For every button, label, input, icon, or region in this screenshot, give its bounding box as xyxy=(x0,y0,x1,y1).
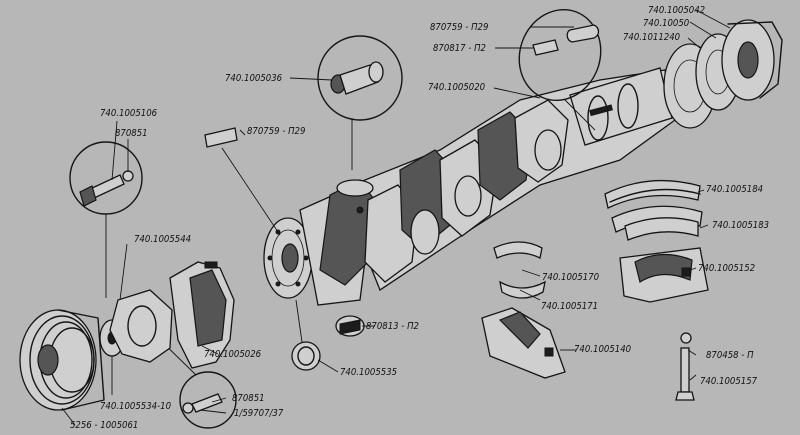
cap-bolt xyxy=(675,332,695,401)
label-870851-bottom: 870851 xyxy=(232,393,265,404)
label-740-1005183: 740.1005183 xyxy=(712,220,769,231)
label-740-1005020: 740.1005020 xyxy=(428,82,486,93)
label-870759-p29-mid: 870759 - П29 xyxy=(247,126,305,137)
crankshaft xyxy=(263,67,676,306)
front-key-callout xyxy=(335,315,365,337)
rear-key-callout xyxy=(518,8,602,131)
pin-middle xyxy=(204,127,281,236)
label-1-59707-37: 1/59707/37 xyxy=(234,408,284,419)
front-pulley xyxy=(19,309,105,411)
label-870817-p2: 870817 - П2 xyxy=(433,43,486,54)
label-740-1005036: 740.1005036 xyxy=(225,73,283,84)
part-labels: 870759 - П29 740.1005042 740.10050 740.1… xyxy=(70,5,769,431)
label-740-1005106: 740.1005106 xyxy=(100,108,158,119)
bearing-cap-main xyxy=(481,307,566,379)
label-740-1005042: 740.1005042 xyxy=(648,5,705,16)
label-740-1005140: 740.1005140 xyxy=(574,344,632,355)
bushing xyxy=(291,299,321,371)
leader-lines xyxy=(61,9,731,426)
plug-callout xyxy=(317,35,403,170)
label-740-1005026: 740.1005026 xyxy=(204,349,262,360)
label-740-1005170: 740.1005170 xyxy=(542,272,600,283)
bearing-cap-rear xyxy=(619,247,709,303)
thrust-washers xyxy=(604,179,703,241)
label-740-1005184: 740.1005184 xyxy=(706,184,763,195)
counterweight-plate xyxy=(169,261,235,369)
bearing-shells xyxy=(493,241,546,299)
label-870759-p29-top: 870759 - П29 xyxy=(430,22,488,33)
rear-gear-stack xyxy=(663,19,783,129)
label-870851-top: 870851 xyxy=(115,128,148,139)
hub-plate xyxy=(109,289,173,363)
label-740-1005544: 740.1005544 xyxy=(134,234,191,245)
label-740-1005535: 740.1005535 xyxy=(340,367,397,378)
label-870458-p: 870458 - П xyxy=(706,350,754,361)
bolt-callout xyxy=(69,141,143,298)
label-870813-p2: 870813 - П2 xyxy=(366,321,419,332)
label-740-1005157: 740.1005157 xyxy=(700,376,758,387)
label-740-1005534-10: 740.1005534-10 xyxy=(100,401,172,412)
label-740-1005152: 740.1005152 xyxy=(698,263,755,274)
label-740-1005171: 740.1005171 xyxy=(541,301,598,312)
label-740-10050: 740.10050 xyxy=(643,18,690,29)
label-740-1011240: 740.1011240 xyxy=(623,32,681,43)
label-5256-1005061: 5256 - 1005061 xyxy=(70,420,138,431)
